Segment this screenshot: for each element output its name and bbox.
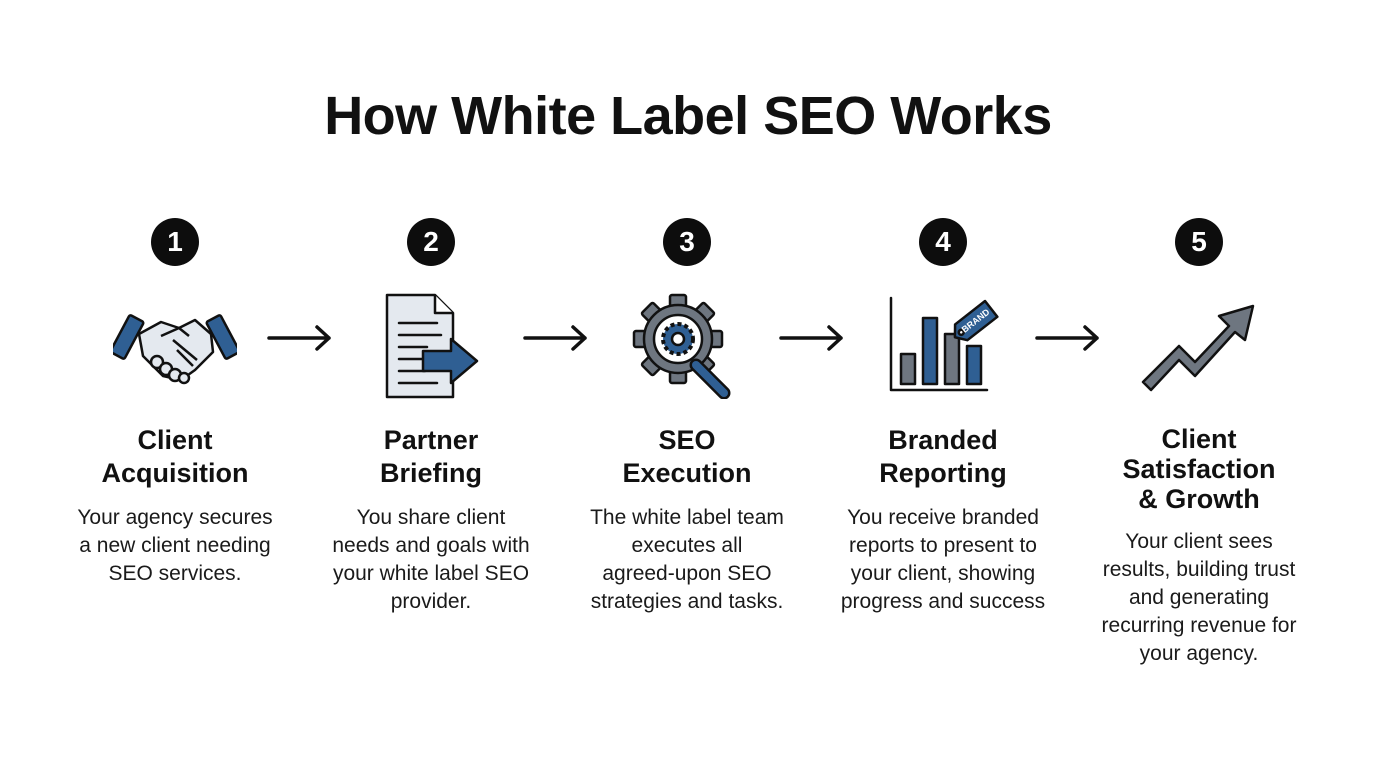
step-number: 2 bbox=[407, 218, 455, 266]
step-number: 4 bbox=[919, 218, 967, 266]
document-arrow-icon bbox=[366, 290, 496, 402]
trend-arrow-icon bbox=[1134, 290, 1264, 402]
step-3: 3 S bbox=[567, 218, 807, 616]
arrow-right-icon bbox=[1035, 325, 1099, 351]
step-description: Your agency secures a new client needing… bbox=[77, 506, 273, 585]
arrow-right-icon bbox=[523, 325, 587, 351]
step-description: You receive branded reports to present t… bbox=[840, 506, 1046, 613]
arrow-right-icon bbox=[779, 325, 843, 351]
step-description: The white label team executes all agreed… bbox=[590, 506, 784, 613]
page-title: How White Label SEO Works bbox=[324, 86, 1052, 146]
step-title: Client Satisfaction & Growth bbox=[1122, 424, 1276, 514]
step-description: You share client needs and goals with yo… bbox=[332, 506, 530, 613]
bar-chart-tag-icon: BRAND bbox=[878, 290, 1008, 402]
step-number: 5 bbox=[1175, 218, 1223, 266]
step-5: 5 Client Satisfaction & Growth Your clie… bbox=[1079, 218, 1319, 668]
arrow-right-icon bbox=[267, 325, 331, 351]
handshake-icon bbox=[110, 290, 240, 402]
step-number: 3 bbox=[663, 218, 711, 266]
step-description: Your client sees results, building trust… bbox=[1101, 530, 1297, 665]
gear-search-icon bbox=[622, 290, 752, 402]
step-number: 1 bbox=[151, 218, 199, 266]
